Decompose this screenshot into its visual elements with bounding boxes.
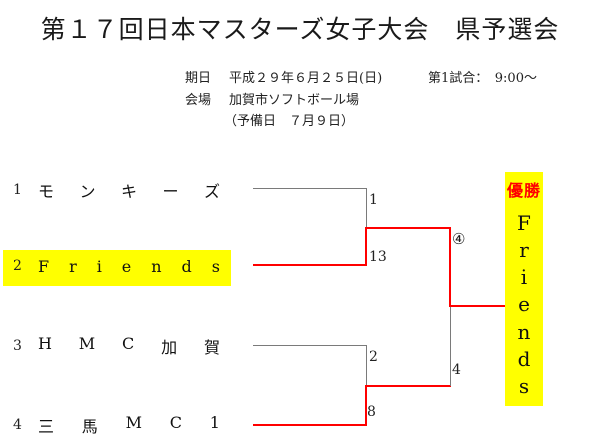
team-name: モンキーズ	[38, 182, 220, 201]
first-game-time: 第1試合： 9:00～	[428, 71, 537, 86]
team-seed: 3	[13, 338, 22, 354]
team-row-1: 1 モンキーズ	[13, 178, 220, 202]
score-semi2-upper: 2	[369, 349, 378, 365]
final-connector-loser	[450, 307, 451, 386]
score-semi1-lower: 13	[369, 249, 387, 265]
team2-line-winner	[253, 264, 367, 266]
score-semi2-lower: 8	[367, 404, 376, 420]
date-label: 期日	[185, 71, 212, 86]
champion-label: 優勝	[506, 181, 541, 200]
semi2-connector-loser	[366, 345, 367, 386]
team-seed: 2	[13, 258, 22, 274]
team-seed: 4	[13, 417, 22, 433]
semi1-connector-winner	[365, 227, 367, 266]
date-value: 平成２９年６月２５日(日)	[229, 71, 383, 86]
venue-value: 加賀市ソフトボール場	[229, 93, 360, 108]
team3-line	[253, 345, 367, 346]
score-semi1-upper: 1	[369, 192, 378, 208]
reserve-date-note: （予備日 ７月９日）	[224, 114, 355, 129]
venue-label: 会場	[185, 93, 212, 108]
page-title: 第１７回日本マスターズ女子大会 県予選会	[40, 15, 560, 44]
score-final-upper: ④	[452, 230, 466, 248]
team1-line	[253, 188, 367, 189]
semi2-connector-winner	[365, 385, 367, 426]
final-connector-winner	[449, 227, 451, 307]
champion-output-line	[449, 305, 506, 307]
score-final-lower: 4	[452, 362, 461, 378]
semi1-output-line	[365, 227, 451, 229]
semi2-output-line	[365, 385, 451, 387]
team4-line-winner	[253, 424, 367, 426]
semi1-connector-loser	[366, 188, 367, 228]
team-seed: 1	[13, 182, 22, 198]
winner-team-highlight	[3, 250, 231, 286]
